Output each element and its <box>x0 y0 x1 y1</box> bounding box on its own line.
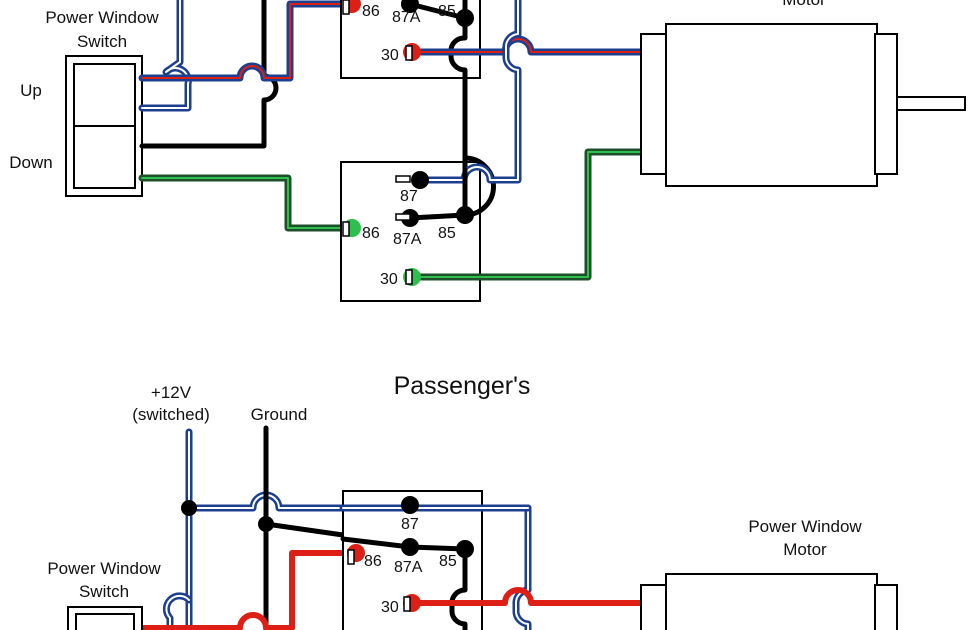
passenger-power-junction <box>181 500 197 516</box>
passenger-ground-junction <box>258 516 274 532</box>
up-label: Up <box>20 81 42 100</box>
driver-relay-bottom-86-label: 86 <box>362 225 380 242</box>
passenger-motor-label-line2: Motor <box>783 540 827 559</box>
passenger-power-window-switch <box>67 606 143 630</box>
driver-pin-tabs <box>342 0 413 285</box>
passenger-relay-30-label: 30 <box>381 599 399 616</box>
passenger-relay-86-label: 86 <box>364 553 382 570</box>
passenger-relay-85-label: 85 <box>439 553 457 570</box>
passenger-relay <box>342 490 483 630</box>
passenger-red-wire-86 <box>139 550 359 630</box>
passenger-85-hop-inner <box>449 546 468 630</box>
passenger-motor-wire-red <box>409 587 643 606</box>
driver-relay-bottom-arm <box>407 212 468 221</box>
driver-motor <box>640 23 966 187</box>
driver-blue-wire-up <box>138 0 192 112</box>
passenger-motor-label-line1: Power Window <box>748 517 862 536</box>
passenger-relay-87a-label: 87A <box>394 559 423 576</box>
passenger-switch-label-line1: Power Window <box>47 559 161 578</box>
driver-power-window-switch <box>65 55 143 197</box>
driver-switch-label-line1: Power Window <box>45 8 159 27</box>
driver-motor-wire-green <box>408 148 644 281</box>
passenger-motor <box>640 573 898 630</box>
passenger-pin-tabs <box>347 549 411 612</box>
driver-relay-top-87a-label: 87A <box>392 9 421 26</box>
driver-relay-bottom-85-label: 85 <box>438 225 456 242</box>
power-label-line2: (switched) <box>132 405 209 424</box>
passenger-blue-wire-87 <box>185 491 532 630</box>
driver-green-wire <box>138 174 356 232</box>
down-label: Down <box>9 153 52 172</box>
ground-label: Ground <box>251 405 308 424</box>
driver-ground-wire <box>139 0 279 149</box>
driver-relay-top-pin-85 <box>456 9 474 27</box>
driver-relay-top-30-label: 30 <box>381 47 399 64</box>
passenger-relay-pin-87 <box>401 496 419 514</box>
driver-motor-label: Motor <box>782 0 826 9</box>
driver-red-blue-wire <box>138 0 356 82</box>
driver-blue-wire-87 <box>416 0 522 184</box>
driver-relay-bottom-87-label: 87 <box>400 188 418 205</box>
driver-relay-bottom-87a-label: 87A <box>393 231 422 248</box>
driver-relay-top-86-label: 86 <box>362 3 380 20</box>
driver-relay-top-85-label: 85 <box>438 3 456 20</box>
passenger-relay-87-label: 87 <box>401 516 419 533</box>
driver-relay-bottom-pin-87 <box>411 171 429 189</box>
passenger-relay-pin-85 <box>456 540 474 558</box>
driver-switch-label-line2: Switch <box>77 32 127 51</box>
driver-relay-top-pin-87a <box>401 0 419 13</box>
driver-relay-bottom-30-label: 30 <box>380 271 398 288</box>
driver-relay-top-arm <box>407 1 468 21</box>
passenger-relay-pin-87a <box>401 538 419 556</box>
passenger-title: Passenger's <box>394 372 531 400</box>
driver-relay-bottom-pin-85 <box>456 206 474 224</box>
passenger-blue-wire-switch <box>162 592 193 630</box>
passenger-switch-label-line2: Switch <box>79 582 129 601</box>
power-label-line1: +12V <box>151 383 192 402</box>
